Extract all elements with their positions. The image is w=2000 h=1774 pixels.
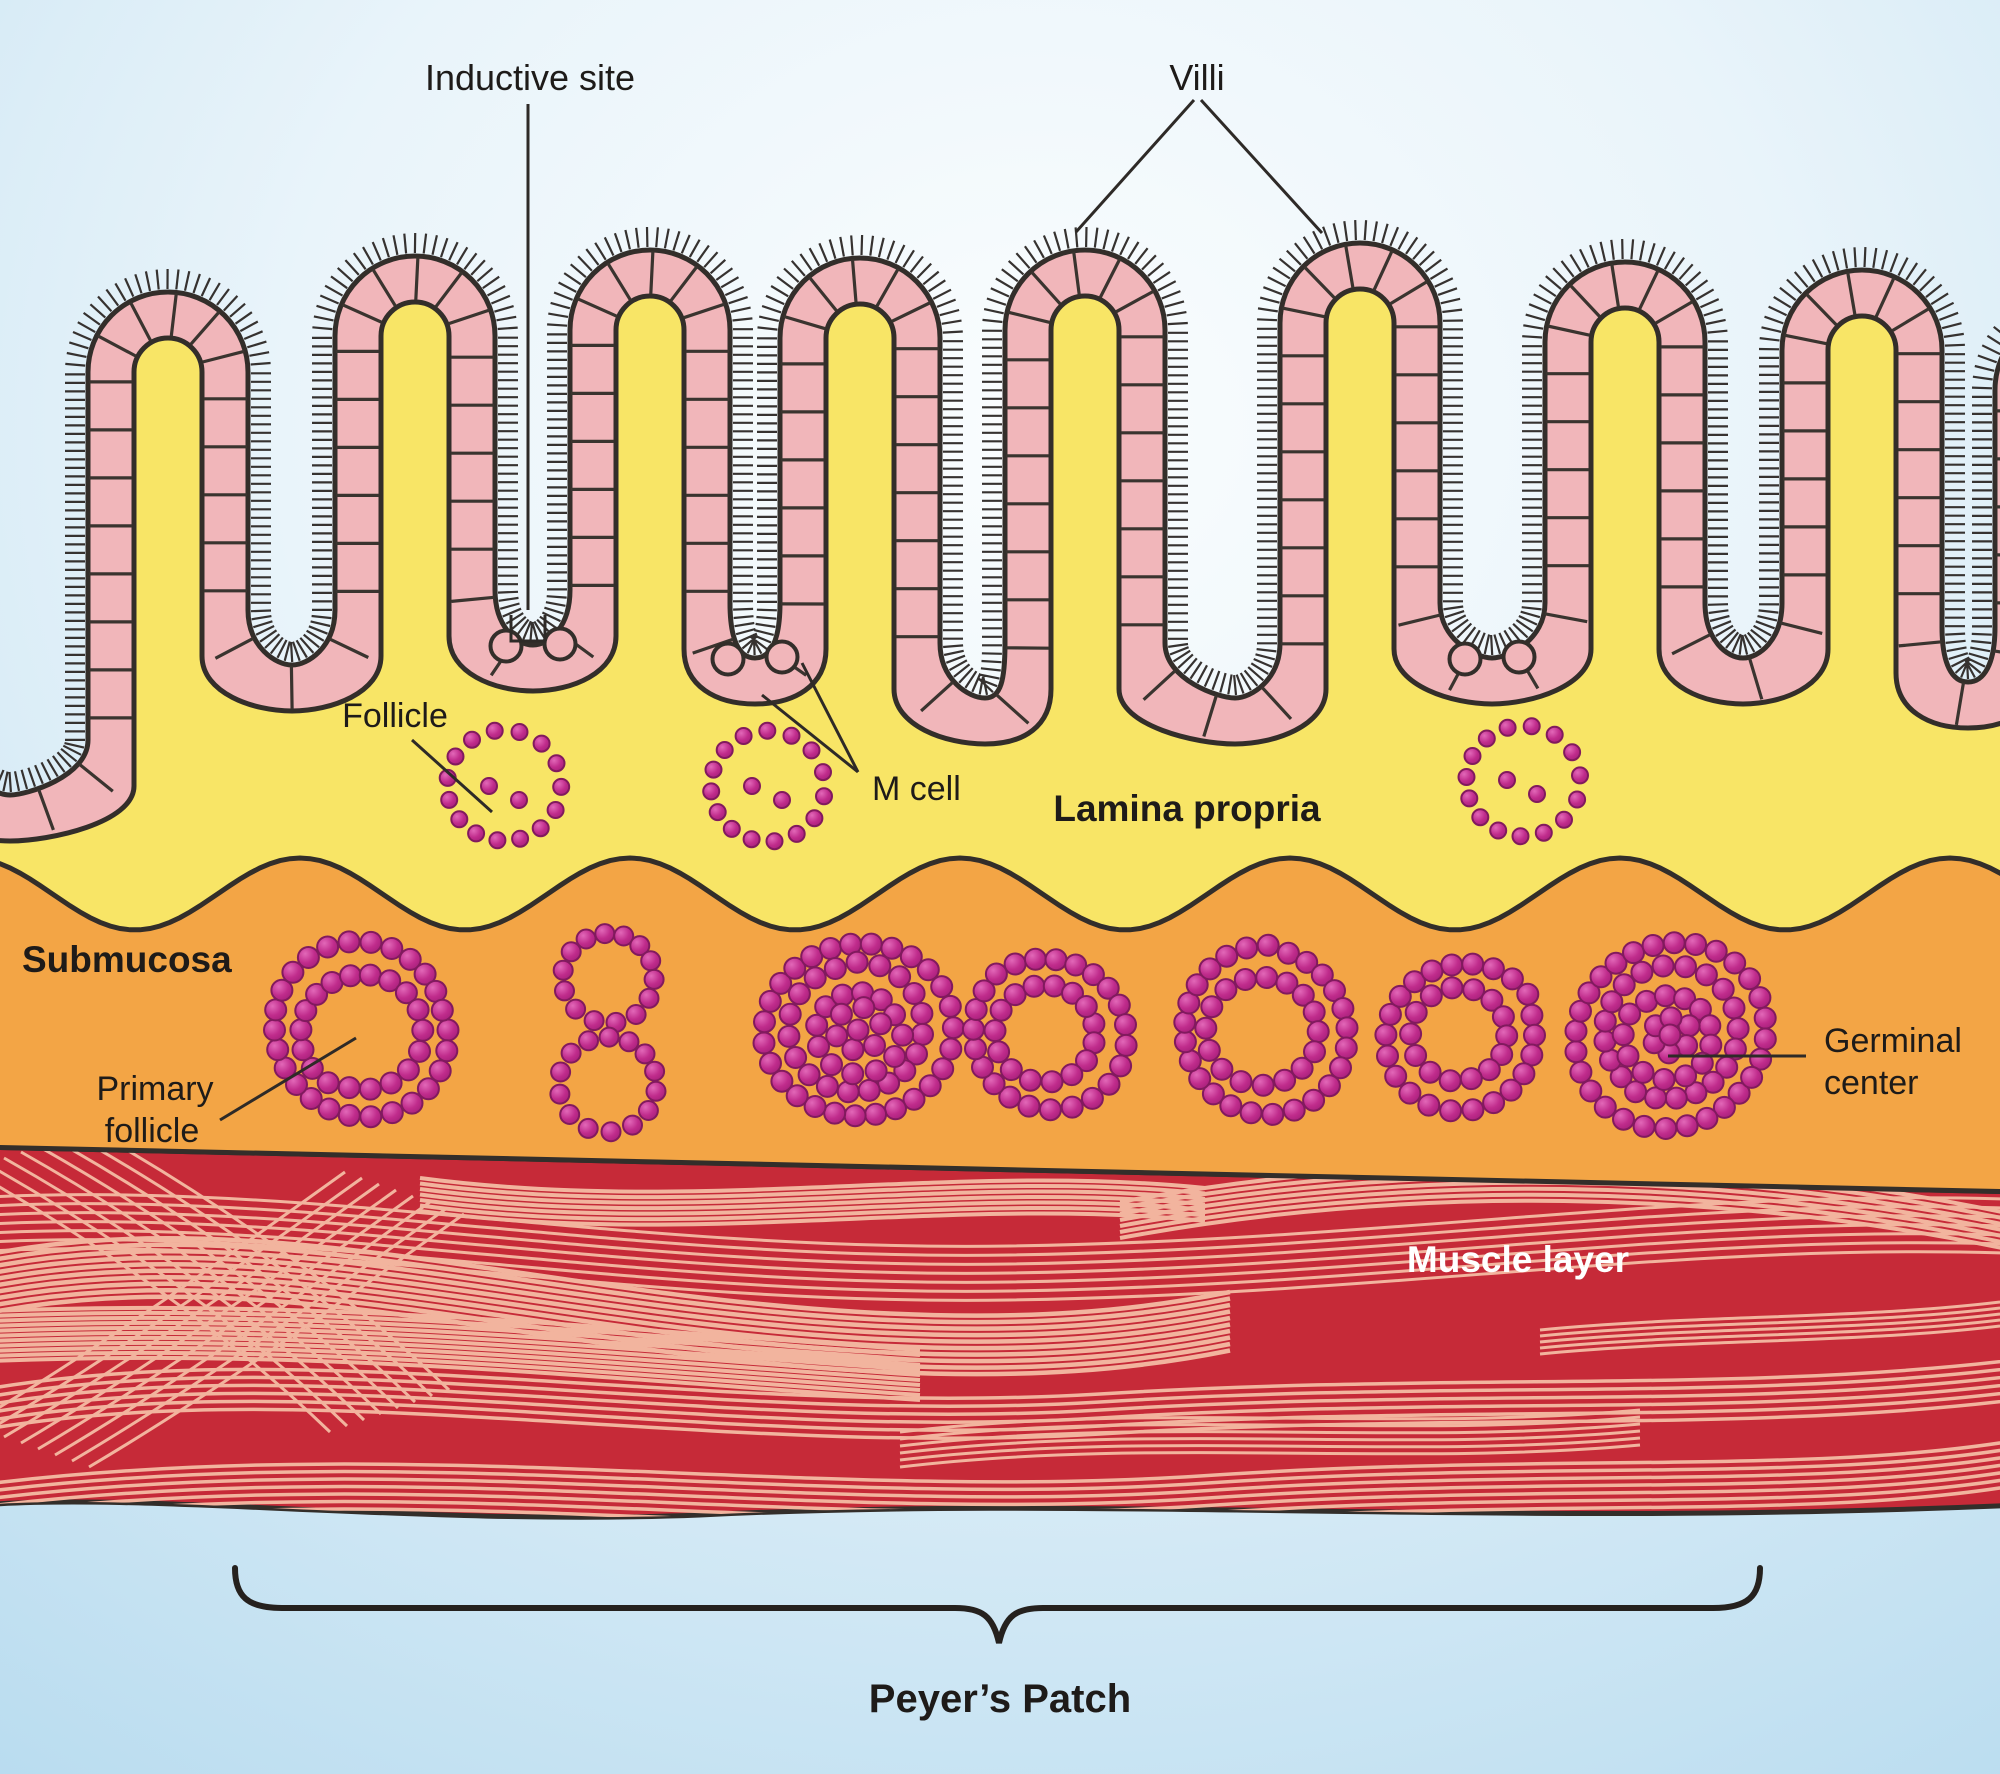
inductive-site-bracket (509, 615, 547, 643)
label-primary-follicle-2: follicle (105, 1112, 199, 1150)
m-cell-bump (764, 639, 800, 675)
label-submucosa: Submucosa (22, 939, 232, 980)
brush-border-ticks (0, 220, 2000, 793)
m-cell-bump (710, 641, 746, 677)
label-peyers-patch: Peyer’s Patch (869, 1677, 1131, 1721)
submucosa-follicle-double-ring (263, 930, 460, 1129)
follicle-clusters-group (263, 717, 1777, 1143)
muscle-layer-group (0, 1144, 2000, 1520)
follicle-pointer-line (410, 738, 494, 814)
muscle-fibers (0, 1147, 2000, 1518)
label-muscle-layer: Muscle layer (1407, 1239, 1629, 1280)
submucosa-follicle-double-ring (1173, 933, 1359, 1126)
label-primary-follicle-1: Primary (96, 1070, 213, 1108)
lamina-follicle-ring (438, 721, 571, 850)
m-cell-bump (1501, 639, 1537, 675)
submucosa-follicle-filled (752, 932, 965, 1128)
label-follicle: Follicle (342, 697, 448, 735)
annotations: Inductive site Villi Follicle M cell Lam… (22, 57, 1962, 1721)
m-cell-bump (542, 626, 578, 662)
lamina-follicle-ring (702, 721, 833, 851)
submucosa-follicle-filled (1564, 931, 1777, 1140)
lamina-follicle-ring (1457, 717, 1589, 846)
peyers-patch-brace (232, 1565, 1763, 1644)
primary-follicle-pointer-line (219, 1036, 357, 1122)
label-m-cell: M cell (872, 770, 961, 808)
label-germinal-center-2: center (1824, 1064, 1919, 1102)
villi-pointer-line-right (1199, 98, 1324, 235)
submucosa-follicle-small-ring (549, 1026, 667, 1143)
m-cell-bump (488, 628, 524, 664)
m-cell-pointer-line-2 (800, 662, 860, 773)
label-lamina-propria: Lamina propria (1053, 788, 1321, 829)
epithelial-cell-walls (37, 245, 2000, 831)
label-inductive-site: Inductive site (425, 57, 635, 98)
submucosa-follicle-double-ring (961, 947, 1138, 1122)
label-villi: Villi (1169, 57, 1224, 98)
submucosa-follicle-double-ring (1374, 952, 1546, 1123)
villi-pointer-line-left (1074, 99, 1196, 233)
label-germinal-center-1: Germinal (1824, 1022, 1962, 1060)
m-cell-bump (1447, 641, 1483, 677)
m-cell-pointer-line-1 (761, 693, 859, 774)
